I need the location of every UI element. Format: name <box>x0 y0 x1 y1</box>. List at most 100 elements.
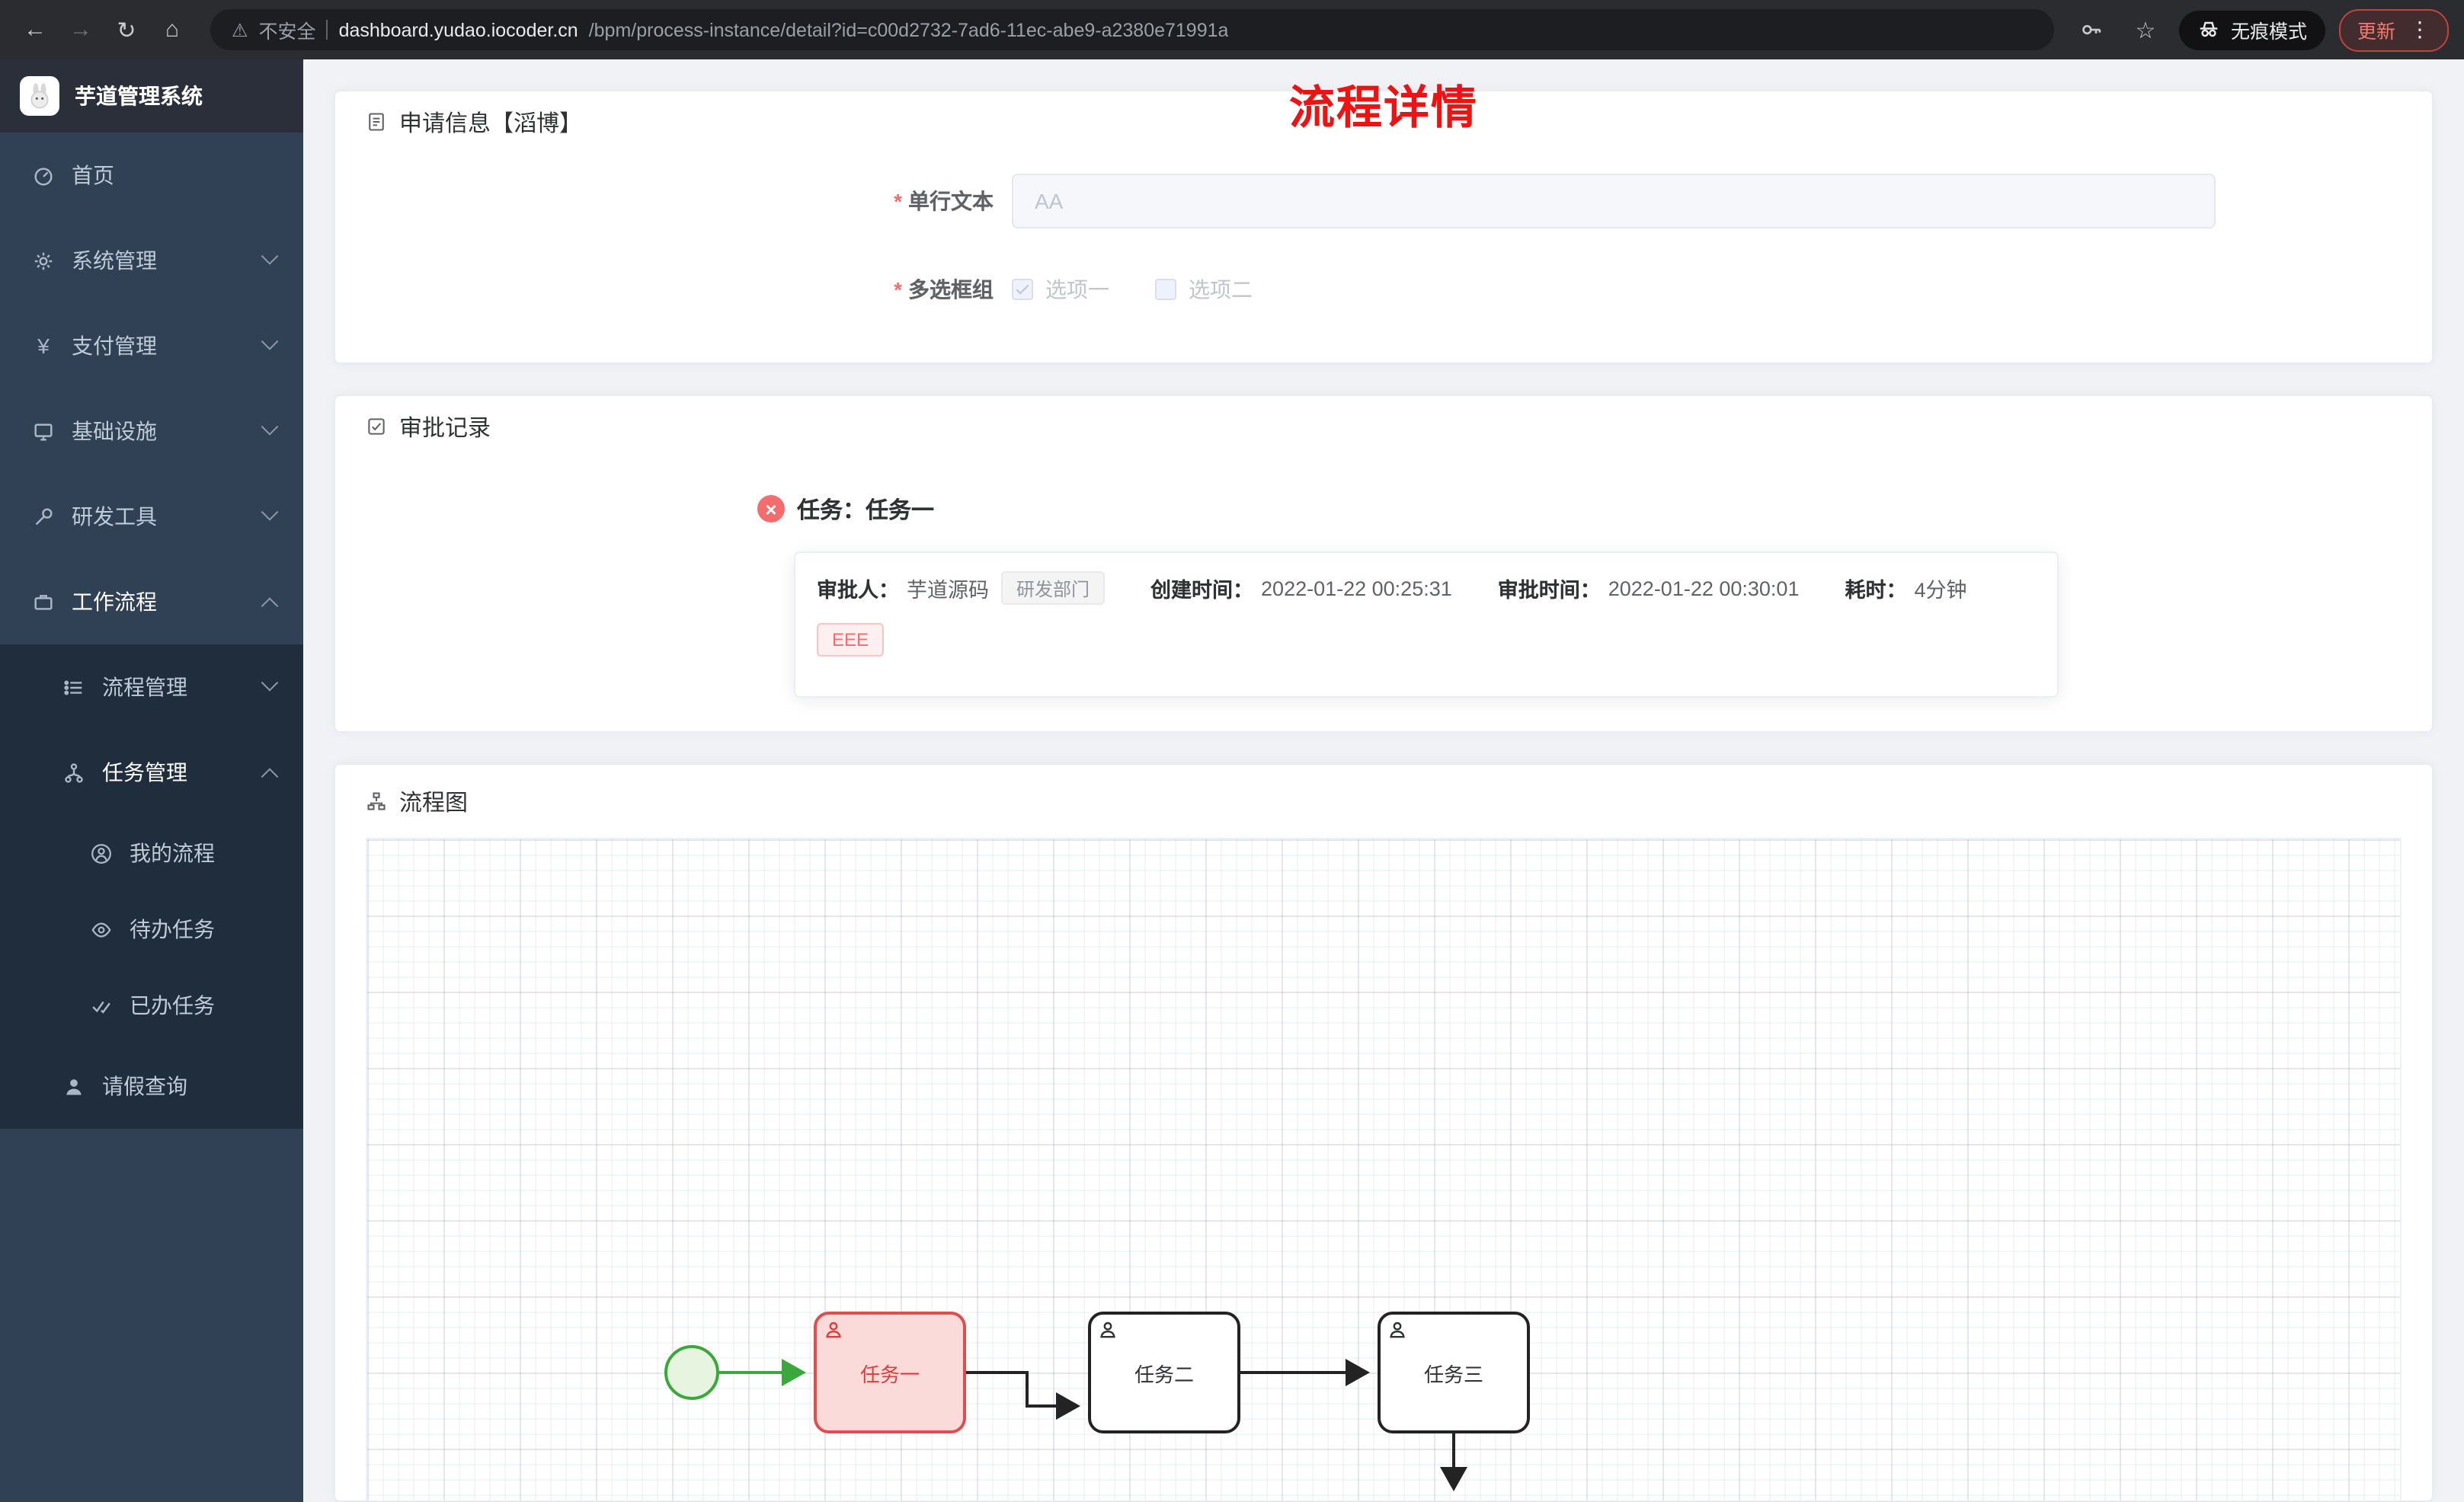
workflow-submenu: 流程管理 任务管理 <box>0 644 303 1129</box>
create-time: 2022-01-22 00:25:31 <box>1261 577 1452 599</box>
sidebar-item-payment[interactable]: ¥ 支付管理 <box>0 303 303 388</box>
user-icon <box>1388 1321 1406 1339</box>
workflow-icon <box>30 590 56 613</box>
process-diagram-card: 流程图 <box>334 763 2434 1502</box>
single-line-text-input[interactable] <box>1012 174 2216 228</box>
checkbox-group-label: *多选框组 <box>894 277 994 302</box>
form-document-icon <box>366 111 387 133</box>
bpmn-task-1-highlighted[interactable]: 任务一 <box>814 1312 966 1433</box>
comment-tag: EEE <box>817 623 885 657</box>
sidebar-item-process-management[interactable]: 流程管理 <box>0 644 303 730</box>
diagram-card-header: 流程图 <box>335 765 2432 838</box>
chevron-down-icon <box>261 503 279 521</box>
incognito-badge[interactable]: 无痕模式 <box>2178 10 2325 50</box>
dashboard-icon <box>30 164 56 187</box>
task-label: 任务三 <box>1423 1363 1483 1385</box>
single-text-label: *单行文本 <box>894 189 994 213</box>
yen-icon: ¥ <box>37 334 50 358</box>
sidebar-item-devtools[interactable]: 研发工具 <box>0 474 303 559</box>
update-label: 更新 <box>2357 21 2395 43</box>
app-logo[interactable]: 芋道管理系统 <box>0 59 303 133</box>
tools-icon <box>30 505 56 528</box>
process-list-icon <box>61 676 87 698</box>
bpmn-task-3[interactable]: 任务三 <box>1378 1312 1530 1433</box>
required-asterisk: * <box>894 277 902 302</box>
chevron-down-icon <box>261 418 279 436</box>
chevron-down-icon <box>261 333 279 350</box>
chevron-down-icon <box>261 248 279 265</box>
apply-card-title: 申请信息【滔博】 <box>399 110 583 136</box>
chevron-down-icon <box>261 674 279 692</box>
sidebar-item-infrastructure[interactable]: 基础设施 <box>0 388 303 474</box>
warning-icon: ⚠ <box>232 19 248 40</box>
sidebar-item-system[interactable]: 系统管理 <box>0 218 303 303</box>
bpmn-connectors <box>719 1359 1467 1491</box>
person-icon <box>61 1075 87 1098</box>
approve-time: 2022-01-22 00:30:01 <box>1608 577 1800 599</box>
done-tasks-icon <box>88 994 114 1017</box>
user-icon <box>824 1321 843 1339</box>
task-title: 任务：任务一 <box>797 497 935 523</box>
sidebar-item-home[interactable]: 首页 <box>0 133 303 218</box>
approver-name: 芋道源码 <box>907 579 989 602</box>
sidebar-item-leave-query[interactable]: 请假查询 <box>0 1043 303 1129</box>
omnibox-divider <box>326 20 328 40</box>
department-tag: 研发部门 <box>1001 571 1106 605</box>
task-label: 任务二 <box>1134 1363 1194 1385</box>
user-icon <box>1099 1321 1117 1339</box>
comment-tag-row: EEE <box>817 623 2036 657</box>
toolbar-right-group: ☆ 无痕模式 更新 ⋮ <box>2072 8 2449 51</box>
back-icon[interactable]: ← <box>24 17 46 43</box>
app-title: 芋道管理系统 <box>75 84 203 108</box>
gear-icon <box>30 249 56 272</box>
home-icon[interactable]: ⌂ <box>165 17 180 43</box>
diagram-icon <box>366 791 387 812</box>
sidebar-item-done-tasks[interactable]: 已办任务 <box>0 967 303 1043</box>
sidebar: 芋道管理系统 首页 <box>0 59 303 1502</box>
bpmn-task-2[interactable]: 任务二 <box>1088 1312 1240 1433</box>
main-content: 流程详情 申请信息【滔博】 *单行文本 <box>303 59 2464 1502</box>
checkbox-group: 选项一 选项二 <box>1012 274 1298 305</box>
address-bar[interactable]: ⚠ 不安全 dashboard.yudao.iocoder.cn /bpm/pr… <box>210 9 2054 50</box>
checkbox-checked-icon <box>1012 279 1033 300</box>
required-asterisk: * <box>894 189 902 213</box>
approval-card-header: 审批记录 <box>335 396 2432 457</box>
security-label: 不安全 <box>258 21 316 43</box>
bpmn-start-event[interactable] <box>664 1345 719 1400</box>
checkbox-option-2[interactable]: 选项二 <box>1155 274 1253 305</box>
diagram-card-title: 流程图 <box>399 790 469 816</box>
browser-update-button[interactable]: 更新 ⋮ <box>2338 8 2449 51</box>
forward-icon[interactable]: → <box>69 17 92 43</box>
url-host: dashboard.yudao.iocoder.cn <box>338 19 578 40</box>
approval-detail-line: 审批人： 芋道源码 研发部门 创建时间： 2022-01-22 00:25:31… <box>817 571 2036 605</box>
sidebar-menu: 首页 系统管理 ¥ 支付管理 <box>0 133 303 1129</box>
records-icon <box>366 416 387 437</box>
menu-dots-icon[interactable]: ⋮ <box>2409 17 2430 41</box>
approval-records-card: 审批记录 × 任务：任务一 审批人： 芋道源码 研发部门 创建时间： 2022-… <box>334 395 2434 733</box>
task-branch-icon <box>61 761 87 784</box>
sidebar-item-task-management[interactable]: 任务管理 <box>0 730 303 815</box>
key-icon[interactable] <box>2072 10 2112 50</box>
sidebar-item-workflow[interactable]: 工作流程 <box>0 559 303 644</box>
timeline-task-row: × 任务：任务一 <box>366 491 2402 527</box>
sidebar-item-my-process[interactable]: 我的流程 <box>0 815 303 891</box>
incognito-icon <box>2200 21 2218 37</box>
checkbox-unchecked-icon <box>1155 279 1176 300</box>
star-icon[interactable]: ☆ <box>2135 18 2156 43</box>
reload-icon[interactable]: ↻ <box>117 18 136 43</box>
chevron-up-icon <box>261 597 279 615</box>
form-row-single-text: *单行文本 <box>366 174 2402 228</box>
task-label: 任务一 <box>859 1363 920 1385</box>
chevron-up-icon <box>261 768 279 785</box>
my-process-icon <box>88 842 114 864</box>
infrastructure-icon <box>30 420 56 443</box>
sidebar-item-todo-tasks[interactable]: 待办任务 <box>0 891 303 967</box>
checkbox-option-1[interactable]: 选项一 <box>1012 274 1109 305</box>
url-path: /bpm/process-instance/detail?id=c00d2732… <box>588 19 1229 40</box>
form-row-checkbox-group: *多选框组 选项一 选项二 <box>366 274 2402 305</box>
error-status-icon: × <box>757 495 785 523</box>
bpmn-canvas[interactable]: 任务一 任务二 <box>366 838 2402 1500</box>
approval-detail-box: 审批人： 芋道源码 研发部门 创建时间： 2022-01-22 00:25:31… <box>794 551 2059 698</box>
page-title: 流程详情 <box>1289 84 1478 134</box>
approval-card-title: 审批记录 <box>399 415 491 441</box>
